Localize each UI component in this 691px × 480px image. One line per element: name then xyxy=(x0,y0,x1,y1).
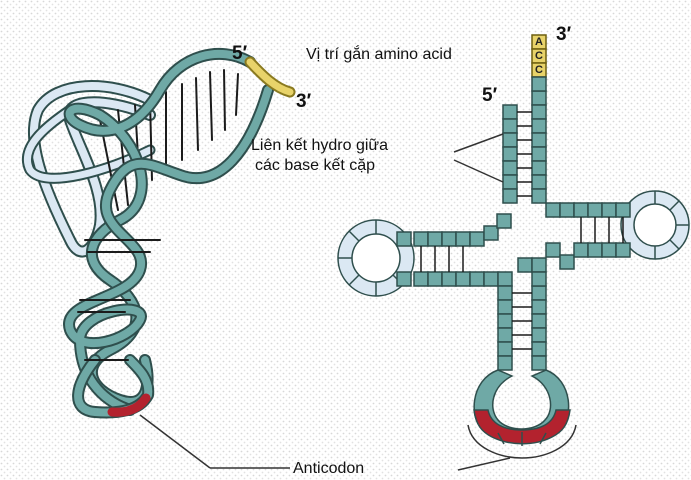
anticodon-label: Anticodon xyxy=(293,461,364,477)
t-loop xyxy=(621,191,689,259)
hydrogen-bond-label-line-2: các base kết cặp xyxy=(238,156,388,176)
label-3-prime-2d: 3′ xyxy=(556,25,571,44)
label-5-prime-3d: 5′ xyxy=(232,44,247,63)
acceptor-base-3: C xyxy=(533,65,545,76)
hydrogen-bond-label-line-1: Liên kết hydro giữa xyxy=(238,136,388,156)
label-5-prime-2d: 5′ xyxy=(482,86,497,105)
hydrogen-bond-label: Liên kết hydro giữa các base kết cặp xyxy=(238,136,388,176)
tail-link-box xyxy=(532,77,546,91)
acceptor-base-1: A xyxy=(533,37,545,48)
label-3-prime-3d: 3′ xyxy=(296,92,311,111)
acceptor-base-2: C xyxy=(533,51,545,62)
amino-acid-site-label: Vị trí gắn amino acid xyxy=(306,47,452,63)
